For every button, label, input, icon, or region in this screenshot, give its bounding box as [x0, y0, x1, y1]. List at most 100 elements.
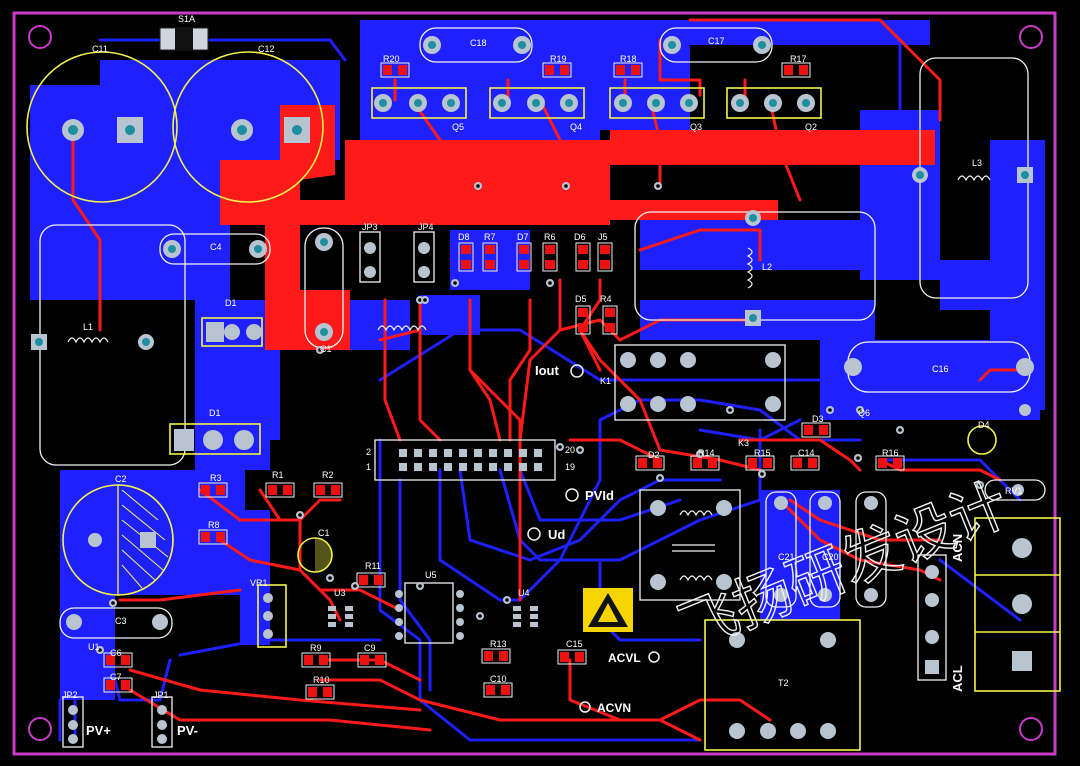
- refdes-label: R15: [754, 448, 771, 458]
- refdes-label: JP4: [418, 222, 434, 232]
- label-hdr2: 2: [366, 447, 371, 457]
- refdes-label: C16: [932, 364, 949, 374]
- transformer-t2-outline: [704, 619, 861, 751]
- refdes-label: C18: [470, 38, 487, 48]
- label-acvn: ACVN: [597, 701, 631, 715]
- watermark: 飞扬研发设计: [671, 471, 1018, 662]
- through-hole-pads: [31, 36, 1034, 744]
- refdes-label: C2: [115, 474, 127, 484]
- label-acn: ACN: [950, 534, 965, 562]
- mounting-hole: [1019, 717, 1043, 741]
- refdes-label: U5: [425, 570, 437, 580]
- refdes-label: C17: [708, 36, 725, 46]
- refdes-label: R13: [490, 639, 507, 649]
- refdes-label: C1: [318, 528, 330, 538]
- label-hdr1: 1: [366, 462, 371, 472]
- refdes-label: C6: [110, 648, 122, 658]
- capacitor-c11-outline: [26, 51, 178, 203]
- refdes-label: U4: [518, 588, 530, 598]
- net-labels: Iout PVId Ud ACVL ACVN PV+ PV- ACN ACL R…: [86, 363, 1022, 738]
- refdes-label: L2: [762, 262, 772, 272]
- refdes-label: K3: [738, 438, 749, 448]
- label-pvid: PVId: [585, 488, 614, 503]
- test-points: [527, 364, 660, 713]
- refdes-label: C12: [258, 44, 275, 54]
- refdes-label: VR1: [250, 578, 268, 588]
- refdes-label: C7: [110, 672, 122, 682]
- refdes-label: C10: [490, 674, 507, 684]
- refdes-label: Q2: [805, 122, 817, 132]
- mounting-hole: [28, 25, 52, 49]
- refdes-label: K1: [600, 376, 611, 386]
- refdes-label: C1: [320, 344, 332, 354]
- refdes-label: R8: [208, 520, 220, 530]
- refdes-label: D5: [575, 294, 587, 304]
- refdes-label: J5: [598, 232, 608, 242]
- refdes-label: S1A: [178, 14, 195, 24]
- refdes-label: Q5: [452, 122, 464, 132]
- refdes-label: JP2: [62, 690, 78, 700]
- label-hdr19: 19: [565, 462, 575, 472]
- refdes-label: D2: [648, 450, 660, 460]
- refdes-label: Q4: [570, 122, 582, 132]
- refdes-label: C11: [92, 44, 108, 54]
- refdes-label: C20: [822, 552, 839, 562]
- mounting-hole: [28, 717, 52, 741]
- label-acl: ACL: [950, 665, 965, 692]
- label-iout: Iout: [535, 363, 559, 378]
- mounting-hole: [1019, 25, 1043, 49]
- refdes-label: R18: [620, 54, 637, 64]
- refdes-label: L3: [972, 158, 982, 168]
- label-pv-minus: PV-: [177, 723, 198, 738]
- refdes-label: U3: [334, 588, 346, 598]
- refdes-label: C9: [364, 643, 376, 653]
- refdes-label: JP1: [153, 690, 169, 700]
- refdes-label: R14: [698, 448, 715, 458]
- refdes-label: Q3: [690, 122, 702, 132]
- refdes-label: JP3: [362, 222, 378, 232]
- smd-parts: [103, 62, 905, 700]
- refdes-label: R17: [790, 54, 807, 64]
- silkscreen-layer: [26, 27, 1061, 751]
- refdes-label: C14: [798, 448, 815, 458]
- relay-k1-outline: [614, 344, 786, 421]
- refdes-label: D4: [978, 420, 990, 430]
- refdes-label: L1: [83, 322, 93, 332]
- refdes-label: C4: [210, 242, 222, 252]
- refdes-label: R6: [544, 232, 556, 242]
- refdes-label: C15: [566, 639, 583, 649]
- refdes-label: U1: [88, 642, 100, 652]
- refdes-label: D1: [225, 298, 237, 308]
- refdes-label: R20: [383, 54, 400, 64]
- refdes-label: C21: [778, 552, 795, 562]
- refdes-label: R7: [484, 232, 496, 242]
- refdes-label: D3: [812, 414, 824, 424]
- refdes-label: R16: [882, 448, 899, 458]
- capacitor-c12-outline: [172, 51, 324, 203]
- refdes-label: R3: [210, 473, 222, 483]
- refdes-label: R9: [310, 643, 322, 653]
- board-outline: [12, 11, 1057, 756]
- refdes-label: C3: [115, 616, 127, 626]
- refdes-label: R4: [600, 294, 612, 304]
- label-rv1: RV1: [1005, 486, 1022, 496]
- refdes-label: T2: [778, 678, 789, 688]
- label-pv-plus: PV+: [86, 723, 111, 738]
- refdes-label: D6: [574, 232, 586, 242]
- refdes-label: R11: [365, 561, 381, 571]
- refdes-label: Q6: [858, 408, 870, 418]
- refdes-label: D1: [209, 408, 221, 418]
- header-20pin-outline: [374, 439, 556, 481]
- refdes-label: R19: [550, 54, 567, 64]
- refdes-label: R10: [313, 675, 330, 685]
- label-hdr20: 20: [565, 445, 575, 455]
- label-acvl: ACVL: [608, 651, 641, 665]
- refdes-label: D7: [517, 232, 529, 242]
- inductor-coil-glyphs: [67, 175, 991, 582]
- label-ud: Ud: [548, 527, 565, 542]
- terminal-block-outline: [974, 517, 1061, 692]
- vias: [96, 182, 984, 654]
- refdes-label: R2: [322, 470, 334, 480]
